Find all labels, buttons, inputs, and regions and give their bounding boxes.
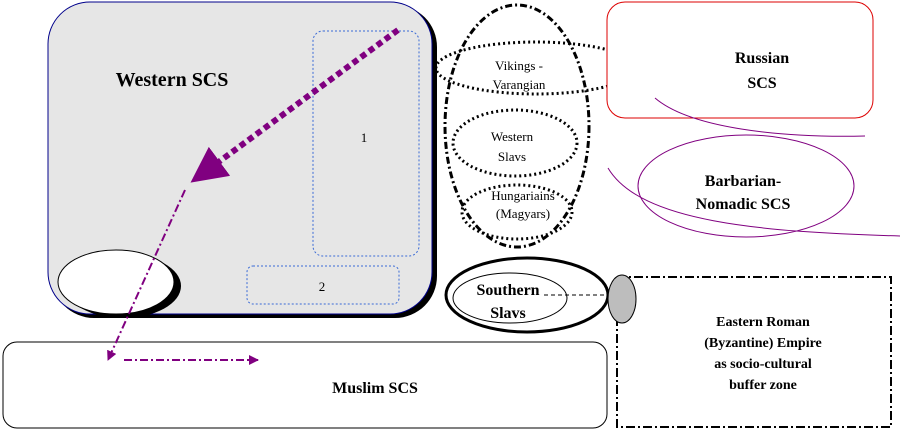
byzantine-connector-node xyxy=(607,274,637,324)
western-slavs-label-line2: Slavs xyxy=(498,149,526,164)
byzantine-line3: as socio-cultural xyxy=(714,357,812,372)
russian-scs-line1: Russian xyxy=(735,50,789,67)
southern-slavs-line1: Southern xyxy=(476,282,539,299)
barbarian-scs-line2: Nomadic SCS xyxy=(696,196,791,213)
western-scs-box xyxy=(47,1,433,315)
region-1-label: 1 xyxy=(361,130,368,145)
vikings-label-line1: Vikings - xyxy=(495,58,543,73)
byzantine-line1: Eastern Roman xyxy=(716,315,810,330)
western-slavs-ellipse xyxy=(451,108,579,178)
white-ellipse xyxy=(57,249,175,315)
byzantine-box xyxy=(616,276,892,428)
russian-scs-line2: SCS xyxy=(747,75,776,92)
western-scs-title: Western SCS xyxy=(116,69,229,91)
migration-path-south xyxy=(107,189,186,361)
barbarian-scs-line1: Barbarian- xyxy=(705,173,781,190)
frontier-curve-upper xyxy=(654,97,866,137)
region-1-box xyxy=(312,30,420,257)
frontier-curve-lower xyxy=(607,167,901,237)
hungarians-label-line2: (Magyars) xyxy=(496,206,550,221)
barbarian-scs-ellipse xyxy=(637,134,855,238)
vikings-label-line2: Varangian xyxy=(493,77,546,92)
russian-scs-box xyxy=(606,1,874,119)
middle-peoples-ellipse xyxy=(443,3,591,249)
hungarians-label-line1: Hungariains xyxy=(491,188,555,203)
western-slavs-label-line1: Western xyxy=(491,129,534,144)
region-2-label: 2 xyxy=(319,279,326,294)
region-2-box xyxy=(246,265,400,305)
hungarians-ellipse xyxy=(460,183,574,241)
byzantine-line4: buffer zone xyxy=(729,378,797,393)
muslim-scs-box xyxy=(2,341,608,429)
southern-slavs-inner-ellipse xyxy=(452,272,568,324)
byzantine-line2: (Byzantine) Empire xyxy=(704,336,822,351)
southern-slavs-line2: Slavs xyxy=(490,305,526,322)
muslim-scs-title: Muslim SCS xyxy=(332,380,418,397)
